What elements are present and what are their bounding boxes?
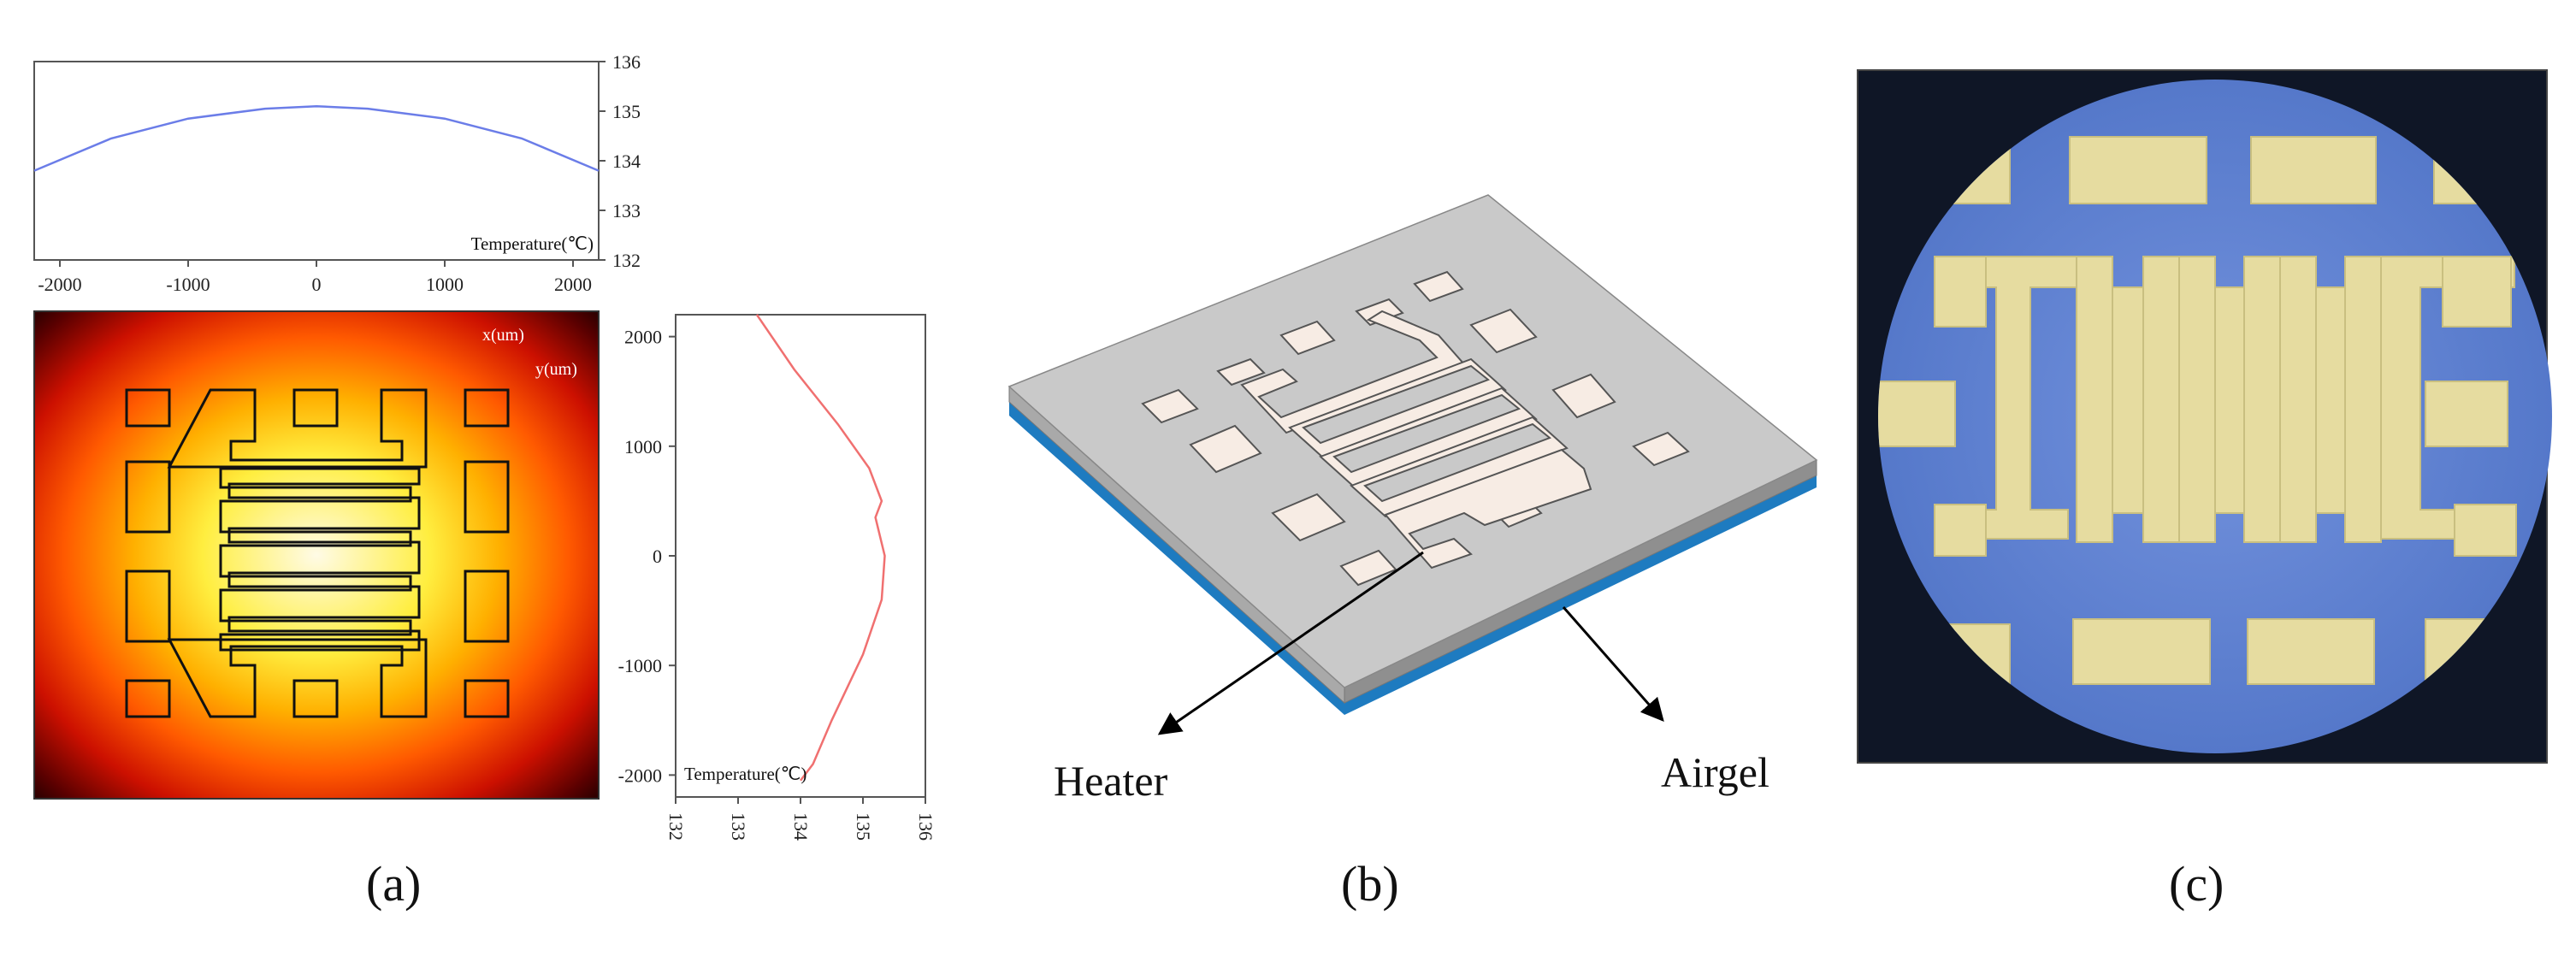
panel-c bbox=[1857, 69, 2552, 764]
top-x-tick-label: 2000 bbox=[554, 274, 592, 295]
top-x-tick-label: 1000 bbox=[426, 274, 464, 295]
top-y-tick-label: 136 bbox=[612, 51, 641, 73]
side-x-tick-label: 134 bbox=[790, 812, 812, 841]
panel-a: 136 135 134 133 132 -2000 -1000 0 1000 2000 Temp… bbox=[33, 51, 936, 841]
panel-b: Heater Airgel bbox=[1007, 194, 1818, 805]
airgel-label: Airgel bbox=[1661, 748, 1770, 796]
caption-a: (a) bbox=[366, 856, 422, 912]
top-profile-curve bbox=[33, 104, 600, 172]
heatmap-x-axis-label: x(um) bbox=[482, 326, 524, 345]
chip-pads bbox=[1141, 270, 1690, 587]
side-y-tick-label: 2000 bbox=[624, 327, 662, 348]
side-y-tick-label: 0 bbox=[653, 546, 662, 567]
heatmap-y-axis-label: y(um) bbox=[535, 360, 577, 379]
heater-arrow bbox=[1157, 551, 1424, 735]
device-chip bbox=[1007, 194, 1818, 715]
top-y-ticks: 136 135 134 133 132 bbox=[599, 51, 641, 271]
side-x-tick-label: 136 bbox=[915, 812, 936, 841]
side-y-tick-label: -1000 bbox=[618, 655, 662, 676]
top-y-tick-label: 132 bbox=[612, 250, 641, 271]
airgel-arrow bbox=[1562, 606, 1664, 723]
top-plot-frame bbox=[33, 61, 600, 261]
caption-b: (b) bbox=[1341, 856, 1399, 912]
heatmap-field bbox=[34, 311, 599, 799]
side-profile-label: Temperature(℃) bbox=[684, 764, 806, 784]
top-x-tick-label: -1000 bbox=[166, 274, 210, 295]
top-y-tick-label: 135 bbox=[612, 101, 641, 122]
top-y-tick-label: 133 bbox=[612, 200, 641, 221]
side-y-tick-label: 1000 bbox=[624, 436, 662, 457]
heater-label: Heater bbox=[1054, 757, 1168, 805]
top-x-tick-label: -2000 bbox=[38, 274, 81, 295]
top-x-ticks: -2000 -1000 0 1000 2000 bbox=[38, 260, 592, 295]
airgel-layer bbox=[1009, 402, 1817, 715]
side-profile-curve bbox=[755, 314, 886, 782]
heatmap-frame bbox=[33, 310, 600, 800]
top-y-tick-label: 134 bbox=[612, 151, 641, 172]
side-temperature-profile: 2000 1000 0 -1000 -2000 132 133 134 135 136 Temp… bbox=[618, 314, 936, 841]
side-plot-frame bbox=[675, 314, 926, 798]
caption-c: (c) bbox=[2169, 856, 2224, 912]
chip-heater bbox=[1240, 310, 1592, 570]
side-x-tick-label: 132 bbox=[665, 812, 687, 841]
top-x-tick-label: 0 bbox=[312, 274, 322, 295]
top-profile-label: Temperature(℃) bbox=[471, 233, 594, 254]
temperature-heatmap: x(um) y(um) bbox=[33, 310, 600, 800]
top-temperature-profile: 136 135 134 133 132 -2000 -1000 0 1000 2000 Temp… bbox=[33, 51, 641, 295]
side-y-tick-label: -2000 bbox=[618, 764, 662, 786]
chip-top-face bbox=[1007, 194, 1818, 688]
side-x-tick-label: 133 bbox=[728, 812, 749, 841]
heatmap-heater-outline bbox=[125, 388, 510, 718]
side-x-tick-label: 135 bbox=[853, 812, 874, 841]
side-y-ticks: 2000 1000 0 -1000 -2000 bbox=[618, 327, 676, 786]
side-x-ticks: 132 133 134 135 136 bbox=[665, 797, 936, 841]
